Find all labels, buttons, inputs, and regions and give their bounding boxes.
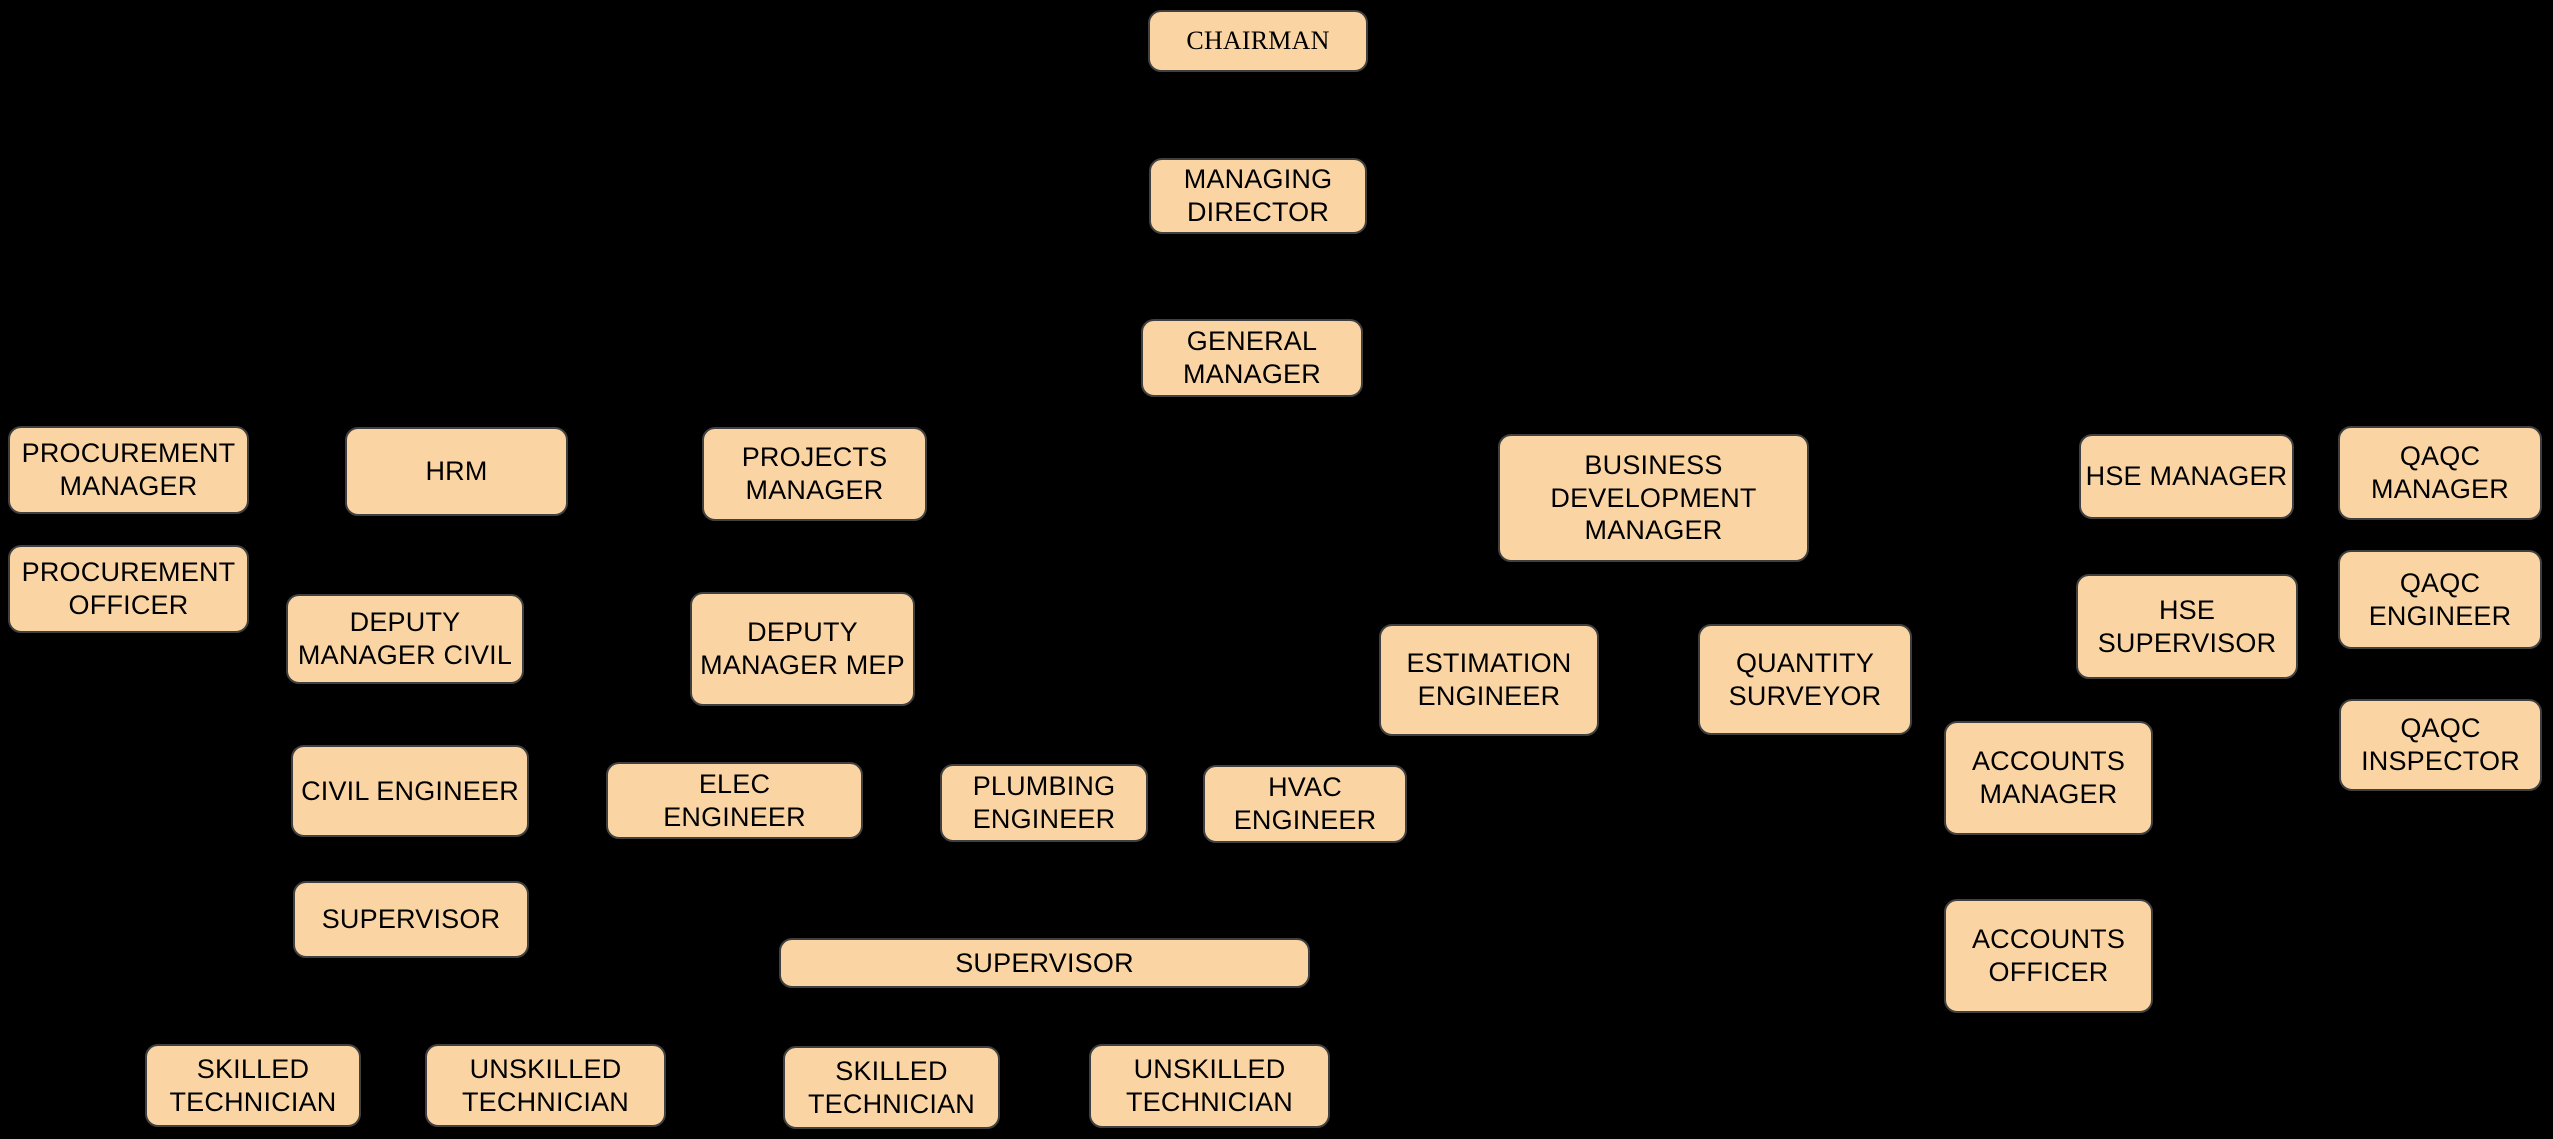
- org-node-label-chairman: CHAIRMAN: [1186, 26, 1330, 56]
- org-node-label-quantity-surveyor: QUANTITY SURVEYOR: [1728, 647, 1882, 711]
- org-node-label-qaqc-engineer: QAQC ENGINEER: [2368, 567, 2512, 631]
- org-node-label-business-development-manager: BUSINESS DEVELOPMENT MANAGER: [1550, 449, 1757, 546]
- org-node-label-deputy-manager-civil: DEPUTY MANAGER CIVIL: [297, 607, 513, 670]
- org-node-unskilled-technician-mep[interactable]: UNSKILLED TECHNICIAN: [1089, 1044, 1330, 1128]
- org-node-label-hse-manager: HSE MANAGER: [2085, 461, 2288, 492]
- org-node-label-skilled-technician-civil: SKILLED TECHNICIAN: [169, 1053, 337, 1117]
- org-node-label-hvac-engineer: HVAC ENGINEER: [1233, 772, 1377, 835]
- org-node-plumbing-engineer[interactable]: PLUMBING ENGINEER: [940, 764, 1148, 842]
- org-node-label-managing-director: MANAGING DIRECTOR: [1183, 164, 1333, 227]
- org-node-general-manager[interactable]: GENERAL MANAGER: [1141, 319, 1363, 397]
- org-node-label-procurement-manager: PROCUREMENT MANAGER: [21, 438, 236, 501]
- org-node-accounts-manager[interactable]: ACCOUNTS MANAGER: [1944, 721, 2153, 835]
- org-node-business-development-manager[interactable]: BUSINESS DEVELOPMENT MANAGER: [1498, 434, 1809, 562]
- org-node-label-accounts-officer: ACCOUNTS OFFICER: [1971, 924, 2126, 987]
- org-node-accounts-officer[interactable]: ACCOUNTS OFFICER: [1944, 899, 2153, 1013]
- org-node-hse-supervisor[interactable]: HSE SUPERVISOR: [2076, 574, 2298, 679]
- org-node-skilled-technician-civil[interactable]: SKILLED TECHNICIAN: [145, 1044, 361, 1127]
- org-node-label-supervisor-civil: SUPERVISOR: [321, 904, 501, 935]
- org-node-civil-engineer[interactable]: CIVIL ENGINEER: [291, 745, 529, 837]
- org-node-label-procurement-officer: PROCUREMENT OFFICER: [21, 557, 236, 620]
- org-node-label-qaqc-inspector: QAQC INSPECTOR: [2361, 713, 2520, 776]
- org-node-quantity-surveyor[interactable]: QUANTITY SURVEYOR: [1698, 624, 1912, 735]
- org-node-procurement-manager[interactable]: PROCUREMENT MANAGER: [8, 426, 249, 514]
- org-node-label-supervisor-mep: SUPERVISOR: [955, 947, 1134, 978]
- org-node-label-unskilled-technician-civil: UNSKILLED TECHNICIAN: [461, 1053, 629, 1117]
- org-node-label-civil-engineer: CIVIL ENGINEER: [301, 775, 519, 806]
- org-node-deputy-manager-civil[interactable]: DEPUTY MANAGER CIVIL: [286, 594, 524, 684]
- org-node-label-elec-engineer: ELEC ENGINEER: [663, 768, 806, 832]
- org-node-qaqc-manager[interactable]: QAQC MANAGER: [2338, 426, 2542, 520]
- org-node-label-deputy-manager-mep: DEPUTY MANAGER MEP: [700, 617, 905, 680]
- org-node-hrm[interactable]: HRM: [345, 427, 568, 516]
- org-node-elec-engineer[interactable]: ELEC ENGINEER: [606, 762, 863, 839]
- org-node-label-accounts-manager: ACCOUNTS MANAGER: [1971, 746, 2126, 809]
- org-node-supervisor-civil[interactable]: SUPERVISOR: [293, 881, 529, 958]
- org-node-label-unskilled-technician-mep: UNSKILLED TECHNICIAN: [1125, 1054, 1293, 1117]
- org-node-label-hrm: HRM: [425, 456, 488, 487]
- org-node-deputy-manager-mep[interactable]: DEPUTY MANAGER MEP: [690, 592, 915, 706]
- org-node-qaqc-inspector[interactable]: QAQC INSPECTOR: [2339, 699, 2542, 791]
- org-node-hvac-engineer[interactable]: HVAC ENGINEER: [1203, 765, 1407, 843]
- org-node-procurement-officer[interactable]: PROCUREMENT OFFICER: [8, 545, 249, 633]
- org-node-skilled-technician-mep[interactable]: SKILLED TECHNICIAN: [783, 1046, 1000, 1129]
- org-node-qaqc-engineer[interactable]: QAQC ENGINEER: [2338, 550, 2542, 649]
- org-node-label-skilled-technician-mep: SKILLED TECHNICIAN: [807, 1055, 975, 1119]
- org-node-estimation-engineer[interactable]: ESTIMATION ENGINEER: [1379, 624, 1599, 736]
- org-node-projects-manager[interactable]: PROJECTS MANAGER: [702, 427, 927, 521]
- org-node-label-qaqc-manager: QAQC MANAGER: [2371, 441, 2509, 504]
- org-node-label-general-manager: GENERAL MANAGER: [1183, 326, 1321, 389]
- org-node-hse-manager[interactable]: HSE MANAGER: [2079, 434, 2294, 519]
- org-node-chairman[interactable]: CHAIRMAN: [1148, 10, 1368, 72]
- org-node-supervisor-mep[interactable]: SUPERVISOR: [779, 938, 1310, 988]
- org-node-label-projects-manager: PROJECTS MANAGER: [741, 442, 888, 505]
- org-node-label-estimation-engineer: ESTIMATION ENGINEER: [1406, 648, 1572, 711]
- org-node-label-hse-supervisor: HSE SUPERVISOR: [2097, 594, 2277, 658]
- org-node-label-plumbing-engineer: PLUMBING ENGINEER: [972, 771, 1116, 834]
- org-node-managing-director[interactable]: MANAGING DIRECTOR: [1149, 158, 1367, 234]
- org-node-unskilled-technician-civil[interactable]: UNSKILLED TECHNICIAN: [425, 1044, 666, 1127]
